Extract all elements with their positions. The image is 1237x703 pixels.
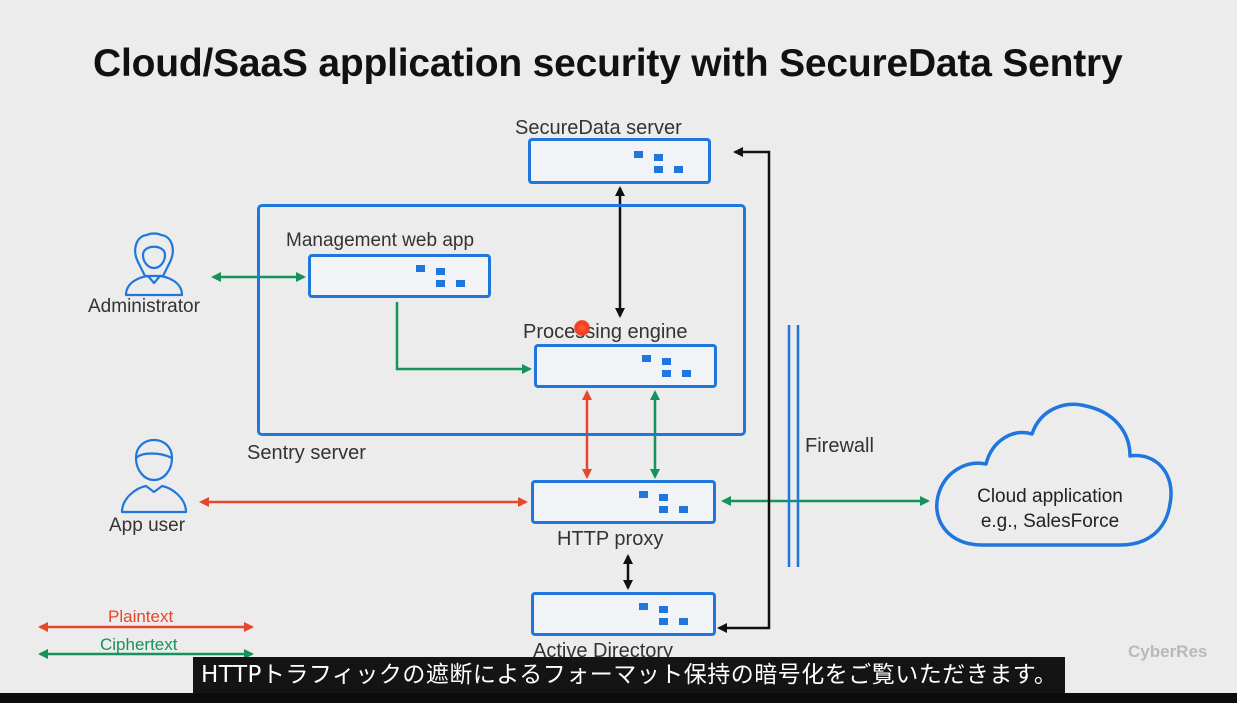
administrator-person-icon [124,232,184,297]
cloud-application-line2: e.g., SalesForce [980,511,1120,532]
cloud-application-label: Cloud application e.g., SalesForce [948,484,1152,534]
processing-engine-label: Processing engine [523,321,688,343]
active-directory-label: Active Directory [533,640,674,662]
server-glyph-icon [642,355,691,377]
server-glyph-icon [639,603,688,625]
active-directory-box [531,592,716,636]
subtitle-caption: HTTPトラフィックの遮断によるフォーマット保持の暗号化をご覧いただきます。 [193,657,1066,694]
laser-pointer [574,320,590,336]
firewall-label: Firewall [805,435,874,457]
securedata-server-box [528,138,711,184]
brand-logo-text: CyberRes [1128,642,1208,661]
sentry-server-label: Sentry server [247,442,366,464]
legend-ciphertext-label: Ciphertext [100,635,178,654]
management-web-app-box [308,254,491,298]
http-proxy-box [531,480,716,524]
app-user-person-icon [120,438,188,514]
server-glyph-icon [634,151,683,173]
bottom-bar [0,693,1237,703]
administrator-label: Administrator [88,296,200,317]
server-glyph-icon [639,491,688,513]
arrow-mgmt-processing [395,302,532,374]
legend-plaintext-label: Plaintext [108,607,174,626]
app-user-label: App user [109,515,186,536]
cloud-application-line1: Cloud application [977,486,1123,507]
cloud-icon [935,402,1173,547]
management-web-app-label: Management web app [286,230,475,251]
processing-engine-box [534,344,717,388]
slide-title: Cloud/SaaS application security with Sec… [93,42,1123,85]
arrow-securedata-ad-bracket [717,147,771,633]
sentry-server-box [257,204,746,436]
securedata-server-label: SecureData server [515,117,682,139]
http-proxy-label: HTTP proxy [557,528,664,550]
server-glyph-icon [416,265,465,287]
